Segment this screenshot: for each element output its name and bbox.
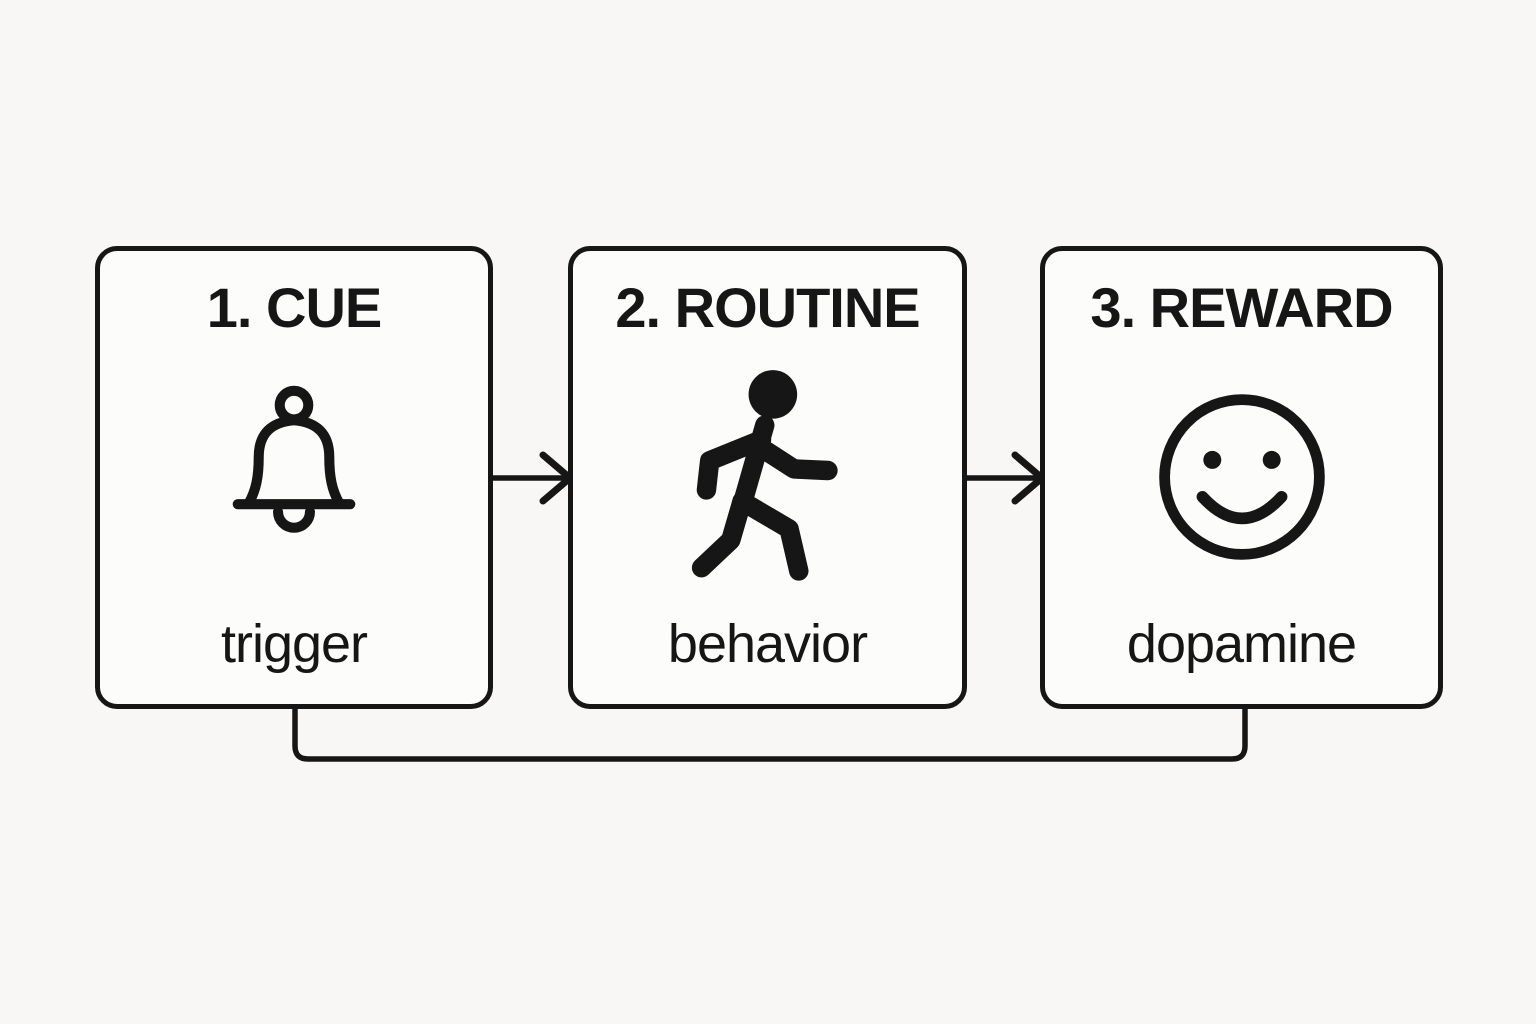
step-caption-routine: behavior [667, 613, 868, 674]
step-card-routine: 2. ROUTINE behavior [568, 246, 967, 709]
arrow-right-icon [964, 451, 1046, 505]
step-caption-cue: trigger [220, 613, 368, 674]
feedback-loop-connector [292, 702, 1248, 762]
step-card-cue: 1. CUE trigger [95, 246, 493, 709]
smiley-face-icon [1152, 339, 1332, 615]
step-card-reward: 3. REWARD dopamine [1040, 246, 1443, 709]
walking-person-icon [687, 339, 849, 615]
arrow-right-icon [492, 451, 574, 505]
step-caption-reward: dopamine [1126, 613, 1357, 674]
bell-icon [210, 339, 378, 615]
step-title-cue: 1. CUE [206, 276, 382, 339]
step-title-reward: 3. REWARD [1090, 276, 1393, 339]
step-title-routine: 2. ROUTINE [615, 276, 920, 339]
